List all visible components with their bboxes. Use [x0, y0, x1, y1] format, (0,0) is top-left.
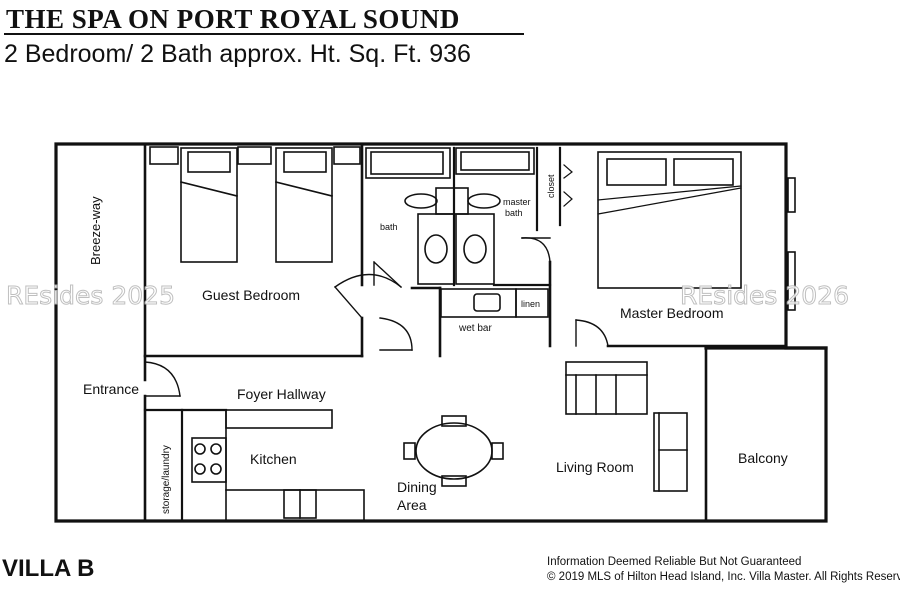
kitchen-upper-counter	[225, 409, 333, 429]
label-balcony: Balcony	[738, 450, 788, 466]
sofa	[565, 361, 648, 415]
label-guest-bedroom: Guest Bedroom	[202, 287, 300, 303]
label-closet: closet	[546, 174, 556, 198]
label-linen: linen	[521, 299, 540, 309]
master-window-2	[787, 251, 796, 311]
master-window-1	[787, 177, 796, 213]
burner-1	[194, 443, 206, 455]
guest-window-2	[237, 146, 272, 165]
master-tub	[455, 147, 535, 175]
label-bath: bath	[380, 222, 398, 232]
label-breezeway: Breeze-way	[88, 196, 103, 265]
dining-chair-2	[441, 475, 467, 487]
linen-closet	[515, 288, 549, 318]
master-bed	[597, 151, 742, 289]
guest-bed-2	[275, 147, 333, 263]
guest-tub	[365, 147, 451, 179]
label-master-bath-2: bath	[505, 208, 523, 218]
master-bath-door-arc	[521, 237, 551, 263]
hall-door-arc	[379, 317, 413, 351]
label-storage-laundry: storage/laundry	[161, 445, 172, 514]
guest-door	[334, 286, 363, 319]
villa-label: VILLA B	[2, 555, 95, 582]
label-foyer-hallway: Foyer Hallway	[237, 386, 326, 402]
guest-door-arc	[334, 273, 402, 288]
disclaimer-line-1: Information Deemed Reliable But Not Guar…	[547, 556, 802, 568]
master-tub-inner	[460, 151, 530, 171]
vanity-counter	[435, 187, 469, 215]
master-bed-sheet	[597, 185, 742, 215]
watermark-left: REsides 2025	[6, 281, 175, 310]
dining-chair-1	[441, 415, 467, 427]
guest-toilet	[424, 234, 448, 264]
label-kitchen: Kitchen	[250, 451, 297, 467]
stove	[191, 437, 227, 483]
bath-door	[373, 261, 402, 288]
dining-chair-3	[403, 442, 416, 460]
guest-window-3	[333, 146, 361, 165]
master-door-arc	[575, 319, 609, 347]
disclaimer-line-2: © 2019 MLS of Hilton Head Island, Inc. V…	[547, 571, 900, 583]
chair	[653, 412, 688, 492]
closet-door-chevrons	[563, 164, 573, 207]
guest-bed-2-pillow	[283, 151, 327, 173]
burner-3	[194, 463, 206, 475]
entrance-door-arc	[144, 361, 181, 397]
guest-bed-2-sheet	[275, 181, 333, 197]
guest-bed-1	[180, 147, 238, 263]
label-dining-2: Area	[397, 497, 427, 513]
dining-table	[415, 422, 493, 480]
master-sink	[467, 193, 501, 209]
title-underline	[4, 33, 524, 35]
plan-subtitle: 2 Bedroom/ 2 Bath approx. Ht. Sq. Ft. 93…	[4, 40, 471, 68]
guest-tub-inner	[370, 151, 444, 175]
dining-chair-4	[491, 442, 504, 460]
wet-bar-sink	[473, 293, 501, 312]
burner-4	[210, 463, 222, 475]
plan-title: THE SPA ON PORT ROYAL SOUND	[6, 4, 460, 34]
master-toilet-box	[455, 213, 495, 285]
label-wet-bar: wet bar	[458, 323, 492, 334]
label-dining-1: Dining	[397, 479, 437, 495]
label-living-room: Living Room	[556, 459, 634, 475]
label-master-bedroom: Master Bedroom	[620, 305, 723, 321]
label-master-bath-1: master	[503, 197, 531, 207]
guest-bed-1-pillow	[187, 151, 231, 173]
guest-toilet-box	[417, 213, 455, 285]
watermark-right: REsides 2026	[680, 281, 849, 310]
guest-sink	[404, 193, 438, 209]
guest-bed-1-sheet	[180, 181, 238, 197]
burner-2	[210, 443, 222, 455]
master-pillow-2	[673, 158, 734, 186]
guest-window-1	[149, 146, 179, 165]
label-entrance: Entrance	[83, 381, 139, 397]
master-toilet	[463, 234, 487, 264]
master-pillow-1	[606, 158, 667, 186]
kitchen-lower-counter	[225, 489, 365, 522]
